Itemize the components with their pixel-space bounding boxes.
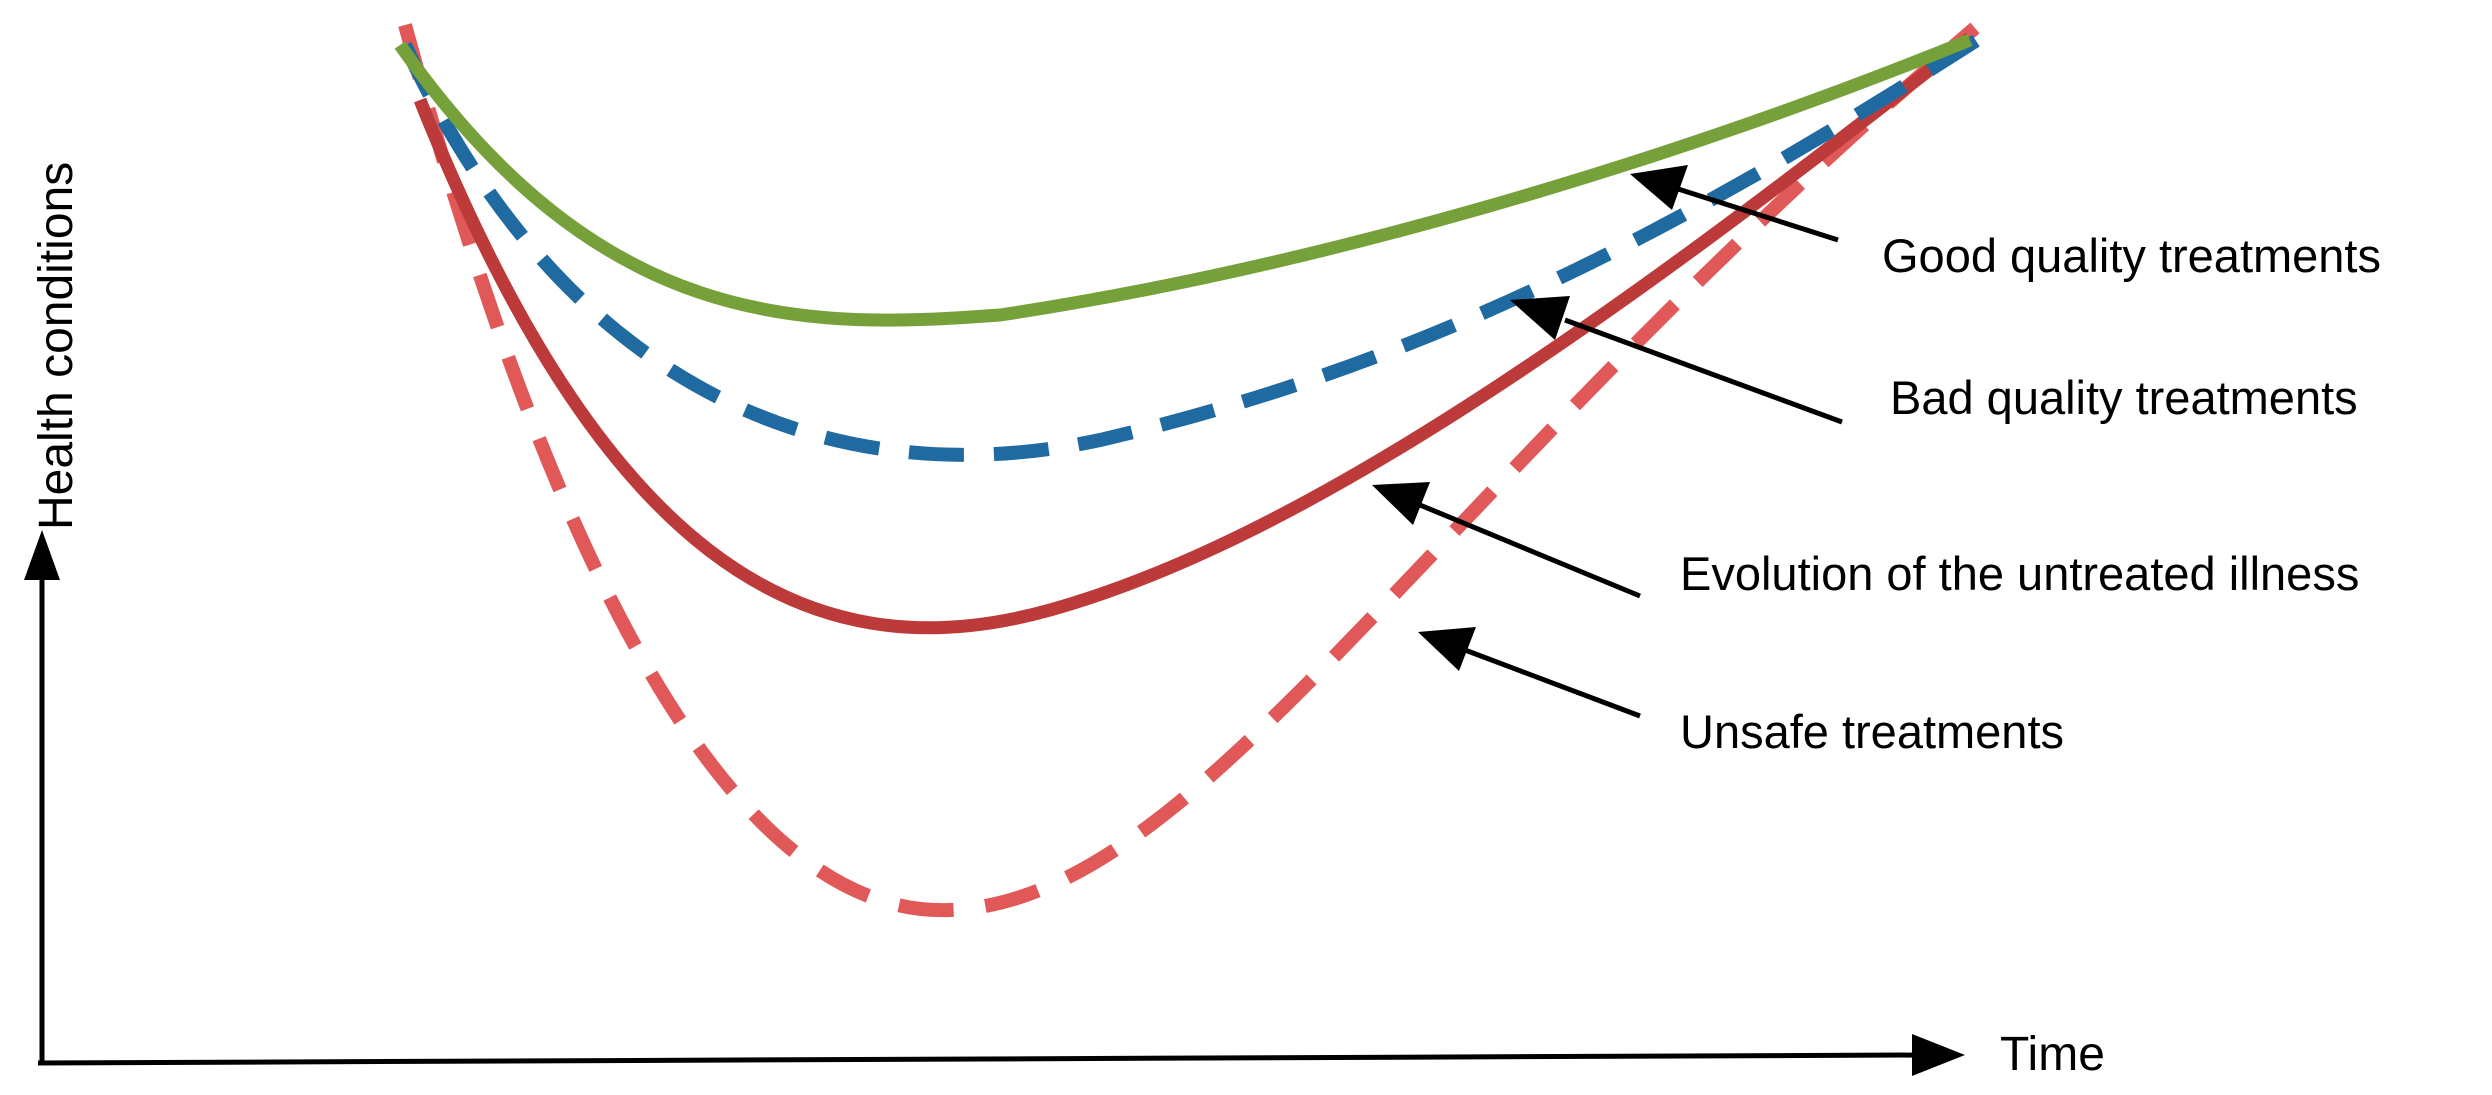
y-axis-label: Health conditions — [30, 162, 83, 530]
x-axis-arrowhead — [1912, 1034, 1965, 1076]
good-quality-arrow — [1674, 185, 1839, 243]
unsafe-treatments-label: Unsafe treatments — [1680, 705, 2064, 758]
x-axis-label: Time — [2000, 1028, 2105, 1081]
y-axis-arrowhead — [24, 530, 60, 580]
bad-quality-treatments-curve — [398, 32, 1984, 462]
untreated-illness-label: Evolution of the untreated illness — [1680, 547, 2359, 600]
bad-quality-label: Bad quality treatments — [1890, 371, 2358, 424]
untreated-illness-arrowhead — [1372, 482, 1430, 525]
good-quality-label: Good quality treatments — [1882, 229, 2381, 282]
curves — [394, 22, 1984, 918]
good-quality-treatments-curve — [394, 33, 1973, 327]
unsafe-treatments-arrow — [1464, 647, 1641, 719]
untreated-illness-arrow — [1419, 502, 1641, 599]
bad-quality-arrow — [1564, 317, 1843, 425]
curve-labels: Good quality treatments Bad quality trea… — [1680, 229, 2381, 758]
x-axis-line — [37, 1052, 1921, 1066]
axes: Health conditions Time — [24, 162, 2105, 1081]
unsafe-treatments-arrowhead — [1418, 627, 1476, 671]
bad-quality-arrowhead — [1510, 296, 1570, 340]
unsafe-treatments-curve — [398, 22, 1980, 918]
good-quality-arrowhead — [1630, 165, 1688, 210]
annotation-arrows — [1372, 165, 1843, 719]
untreated-illness-curve — [413, 32, 1975, 635]
